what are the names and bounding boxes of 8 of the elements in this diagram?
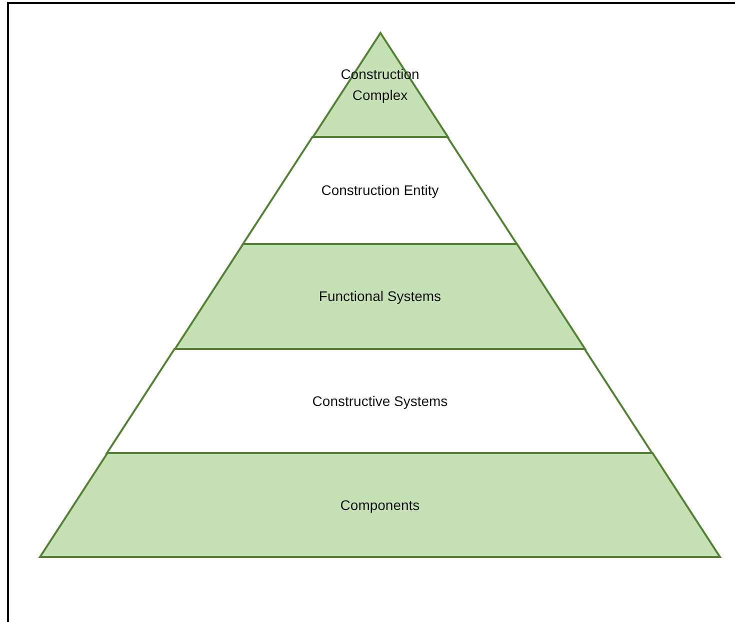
tier-label: Constructive Systems (312, 392, 448, 411)
pyramid-tier (243, 137, 517, 244)
tier-label: Construction Entity (321, 181, 439, 200)
pyramid-tier (107, 349, 652, 453)
tier-label: Functional Systems (318, 287, 442, 306)
pyramid-tier (40, 453, 720, 557)
tier-label: Components (340, 496, 420, 515)
pyramid-tier (174, 244, 586, 349)
